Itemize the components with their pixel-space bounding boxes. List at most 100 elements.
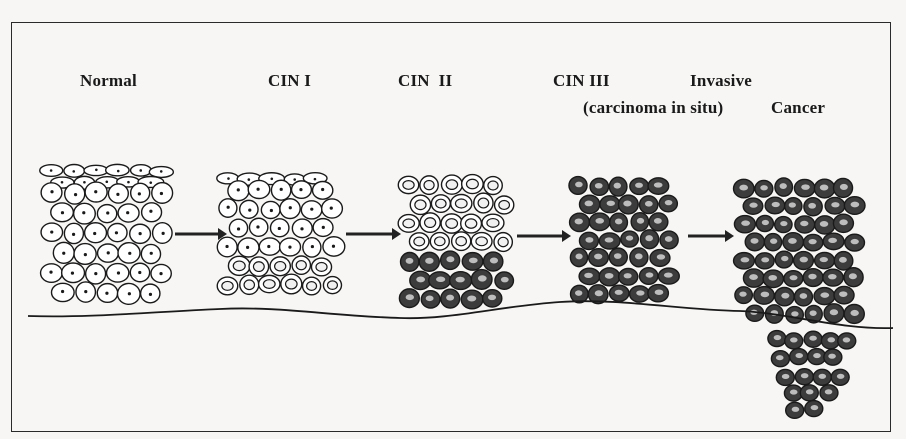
cell [152, 183, 173, 204]
cell [301, 201, 322, 219]
cell [410, 271, 431, 289]
arrow-cin3-to-cancer [688, 230, 734, 242]
cell [471, 233, 492, 251]
cell [149, 167, 173, 178]
cell [131, 165, 152, 176]
cell [64, 223, 83, 243]
cell [130, 224, 151, 243]
cell [441, 289, 460, 308]
cell [735, 287, 752, 304]
cell [85, 182, 107, 202]
arrow-cin2-to-cin3 [517, 230, 571, 242]
cell [292, 256, 310, 274]
cell [303, 277, 321, 295]
cell [484, 177, 503, 195]
cell [589, 249, 609, 267]
cell [579, 232, 598, 249]
cell [401, 253, 419, 272]
cell [800, 385, 818, 401]
cell [495, 272, 514, 289]
cell [784, 271, 803, 287]
cell [429, 272, 451, 289]
cell [74, 203, 96, 224]
cell [271, 180, 290, 200]
cell [610, 285, 629, 301]
cell [834, 286, 854, 303]
cell [814, 179, 834, 198]
cell [41, 223, 62, 241]
cell [845, 234, 865, 251]
cell [98, 244, 119, 262]
cell [648, 178, 669, 195]
cell [228, 256, 250, 275]
cell [844, 197, 865, 215]
cell [579, 268, 600, 284]
cell [292, 181, 312, 198]
cell [259, 238, 280, 255]
cell [768, 331, 786, 347]
cell [734, 179, 754, 197]
cell-column-cin2 [398, 175, 514, 309]
cell [771, 351, 789, 367]
cell [775, 178, 793, 196]
cell [280, 199, 300, 219]
cell [399, 289, 419, 308]
cell [410, 195, 430, 214]
cell [775, 217, 792, 233]
cell [313, 219, 333, 237]
cell [270, 219, 288, 237]
cell [815, 216, 835, 234]
cell [53, 242, 74, 263]
cell [292, 219, 312, 238]
cell [398, 215, 419, 233]
cell [785, 198, 802, 215]
cell [421, 291, 440, 308]
cell [764, 234, 781, 251]
cell [462, 253, 483, 271]
cell [755, 180, 773, 197]
cell [794, 252, 814, 270]
cell [41, 183, 62, 202]
cell [579, 195, 599, 213]
cell [52, 283, 75, 301]
cell [441, 251, 460, 269]
cell [106, 164, 129, 175]
cell [65, 184, 85, 204]
cell [844, 305, 864, 324]
cell [658, 268, 679, 284]
cell [108, 224, 127, 242]
cell [599, 268, 620, 286]
cell-column-invasive-cancer [734, 178, 865, 418]
cell [240, 200, 258, 218]
cell [142, 203, 162, 222]
arrow-normal-to-cin1 [175, 228, 227, 240]
cell [217, 237, 237, 257]
cell [640, 230, 658, 249]
cell [834, 252, 853, 270]
cell [743, 198, 763, 214]
cell [571, 285, 589, 302]
cell [141, 244, 160, 263]
cell [734, 216, 755, 233]
cell [803, 269, 823, 287]
cell [51, 203, 74, 222]
cell [451, 194, 472, 212]
cell [323, 277, 341, 294]
cell [248, 180, 270, 198]
cell [814, 288, 835, 305]
cell [821, 333, 839, 349]
cell [813, 369, 831, 385]
cell [217, 277, 237, 295]
cell [639, 268, 657, 285]
cell [745, 233, 764, 251]
cell [117, 283, 140, 304]
cell [765, 197, 785, 214]
cell [398, 176, 418, 193]
cell [804, 198, 822, 216]
cell [64, 165, 84, 178]
cell [734, 253, 755, 269]
cell-column-cin3 [569, 177, 679, 304]
cell [808, 349, 826, 365]
cell [229, 219, 247, 237]
